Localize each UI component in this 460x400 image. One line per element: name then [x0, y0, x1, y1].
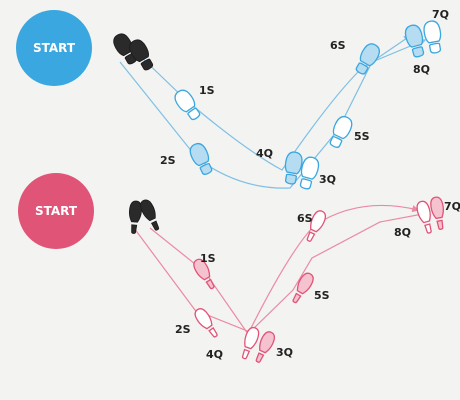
leader-step-label-5s: 5S [354, 130, 370, 143]
leader-step-label-3q: 3Q [319, 173, 336, 186]
follower-path-lines [133, 204, 430, 336]
follower-path-right [149, 204, 420, 336]
follower-step-label-5s: 5S [314, 289, 330, 302]
follower-step-label-1s: 1S [200, 252, 216, 265]
follower-start-label: START [35, 204, 78, 218]
follower-step-label-2s: 2S [175, 323, 191, 336]
leader-step-label-6s: 6S [330, 39, 346, 52]
follower-step-label-8q: 8Q [394, 226, 411, 239]
follower-step-5s-shoe [288, 270, 317, 306]
follower-step-2s-shoe [191, 305, 222, 341]
follower-start-left-shoe [126, 200, 143, 235]
follower-step-label-3q: 3Q [276, 346, 293, 359]
follower-step-label-6s: 6S [297, 212, 313, 225]
leader-step-7q-shoe [421, 19, 445, 55]
leader-step-label-7q: 7Q [432, 8, 449, 21]
follower-step-label-7q: 7Q [444, 200, 460, 213]
leader-step-5s-shoe [325, 113, 356, 151]
follower-footprints [190, 195, 448, 366]
follower-start-circle [18, 173, 94, 249]
leader-step-4q-shoe [281, 150, 305, 186]
follower-start-right-shoe [137, 197, 164, 233]
leader-start-shoes [110, 30, 157, 74]
follower-step-label-4q: 4Q [206, 348, 223, 361]
follower-step-labels: 1S 2S 4Q 3Q 5S 6S 8Q 7Q [175, 200, 460, 361]
follower-section: START 1S 2S 4Q 3Q 5S 6S 8Q 7Q [18, 173, 460, 366]
leader-footprints [171, 19, 445, 192]
leader-start-circle [16, 10, 92, 86]
follower-path-left [133, 210, 430, 333]
leader-start-label: START [33, 41, 76, 55]
leader-section: START 1S 2S 4Q 3Q 5S 6S 7Q 8Q [16, 8, 449, 192]
leader-step-2s-shoe [186, 140, 217, 178]
leader-step-label-8q: 8Q [413, 63, 430, 76]
leader-step-labels: 1S 2S 4Q 3Q 5S 6S 7Q 8Q [160, 8, 449, 186]
leader-step-label-2s: 2S [160, 154, 176, 167]
leader-path-right [135, 35, 412, 171]
leader-step-label-1s: 1S [199, 84, 215, 97]
leader-step-label-4q: 4Q [256, 147, 273, 160]
follower-start-shoes [126, 197, 164, 235]
